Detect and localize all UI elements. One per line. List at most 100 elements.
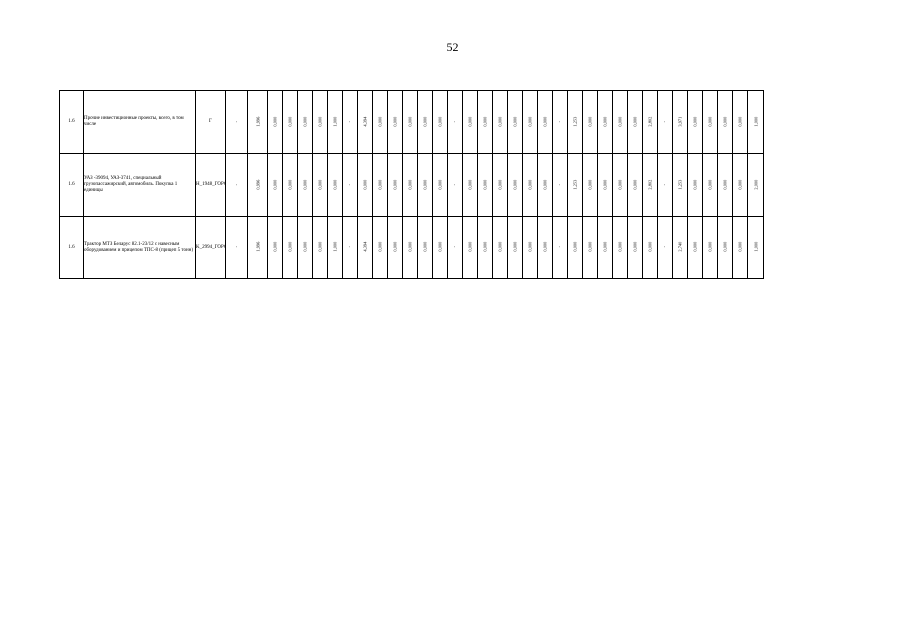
value-cell: 0,000: [612, 216, 628, 279]
value-text: -: [233, 245, 239, 248]
value-text: 0,000: [392, 241, 398, 252]
value-text: 0,000: [722, 116, 728, 127]
value-text: 1,253: [677, 179, 683, 190]
value-text: 0,000: [437, 116, 443, 127]
value-text: 0,000: [467, 241, 473, 252]
value-text: 0,000: [362, 179, 368, 190]
value-text: 0,000: [272, 179, 278, 190]
value-cell: 0,000: [372, 153, 388, 217]
value-cell: 0,000: [687, 90, 703, 154]
value-text: 0,000: [722, 179, 728, 190]
value-cell: 0,000: [492, 216, 508, 279]
value-text: 1,996: [254, 116, 260, 127]
value-text: 0,000: [692, 116, 698, 127]
row-name-cell: Трактор МТЗ Беларус 82.1-23/12 с навесны…: [83, 216, 196, 279]
value-text: 0,000: [467, 116, 473, 127]
value-cell: 0,000: [492, 90, 508, 154]
value-text: 0,000: [392, 116, 398, 127]
value-text: 2,802: [647, 116, 653, 127]
value-cell: -: [342, 90, 358, 154]
value-text: 0,000: [317, 179, 323, 190]
value-text: 4,394: [362, 241, 368, 252]
value-text: 0,000: [587, 179, 593, 190]
value-cell: 0,000: [462, 153, 478, 217]
value-text: -: [557, 245, 563, 248]
value-cell: -: [225, 216, 248, 279]
value-text: 0,000: [317, 116, 323, 127]
value-text: 0,000: [437, 241, 443, 252]
value-cell: 0,000: [717, 216, 733, 279]
value-text: 1,000: [332, 116, 338, 127]
value-cell: 0,000: [477, 153, 493, 217]
value-cell: -: [447, 216, 463, 279]
value-text: -: [557, 183, 563, 185]
value-cell: 0,000: [267, 153, 283, 217]
value-text: 0,000: [512, 179, 518, 190]
value-cell: 1,000: [747, 90, 764, 154]
value-text: 0,000: [527, 116, 533, 127]
value-cell: 0,000: [612, 90, 628, 154]
value-cell: 0,000: [567, 216, 583, 279]
value-text: -: [662, 183, 668, 185]
value-text: -: [662, 120, 668, 122]
value-text: 1,253: [572, 179, 578, 190]
value-text: -: [233, 120, 239, 122]
value-cell: 0,000: [297, 216, 313, 279]
value-text: 0,000: [482, 179, 488, 190]
value-text: 0,000: [467, 179, 473, 190]
value-text: 0,000: [527, 179, 533, 190]
value-text: 1,253: [572, 116, 578, 127]
value-cell: 0,000: [627, 153, 643, 217]
value-text: 0,000: [422, 179, 428, 190]
row-code-cell: K_2994_ГОРС_ЕЗБ: [195, 216, 226, 279]
value-text: 0,000: [692, 241, 698, 252]
value-cell: 0,000: [417, 153, 433, 217]
value-text: 0,000: [497, 116, 503, 127]
value-cell: 4,394: [357, 216, 373, 279]
value-text: 3,971: [677, 116, 683, 127]
value-text: 0,000: [497, 179, 503, 190]
value-text: -: [347, 245, 353, 248]
row-name-cell: УАЗ -39094, УАЗ-3741, специальный грузоп…: [83, 153, 196, 217]
value-cell: -: [225, 153, 248, 217]
value-text: 0,000: [422, 241, 428, 252]
value-cell: 0,000: [537, 153, 553, 217]
value-text: 0,000: [392, 179, 398, 190]
value-text: 0,000: [377, 179, 383, 190]
value-cell: 1,253: [567, 153, 583, 217]
value-cell: 0,000: [282, 90, 298, 154]
value-cell: 0,000: [417, 216, 433, 279]
value-text: 0,000: [707, 241, 713, 252]
value-text: 0,000: [632, 179, 638, 190]
value-cell: 0,000: [582, 153, 598, 217]
value-text: -: [557, 120, 563, 122]
value-text: 0,000: [302, 116, 308, 127]
value-text: -: [233, 183, 239, 185]
value-cell: 0,000: [537, 90, 553, 154]
page-number: 52: [446, 40, 459, 54]
value-text: 0,000: [302, 179, 308, 190]
value-cell: 0,000: [297, 153, 313, 217]
value-text: 1,000: [752, 116, 758, 127]
value-cell: 2,740: [672, 216, 688, 279]
value-text: 0,000: [272, 241, 278, 252]
value-text: -: [452, 245, 458, 248]
value-cell: -: [342, 153, 358, 217]
value-text: 0,000: [377, 241, 383, 252]
value-cell: 0,000: [582, 216, 598, 279]
value-text: 0,000: [632, 241, 638, 252]
value-cell: 0,000: [432, 153, 448, 217]
value-text: 0,000: [542, 116, 548, 127]
value-cell: -: [657, 153, 673, 217]
value-cell: 0,000: [597, 216, 613, 279]
value-text: 0,000: [707, 179, 713, 190]
value-text: 0,000: [287, 241, 293, 252]
row-number-cell: 1.6: [59, 153, 84, 217]
value-cell: -: [342, 216, 358, 279]
value-text: 0,000: [437, 179, 443, 190]
value-cell: -: [552, 216, 568, 279]
value-cell: 0,000: [282, 216, 298, 279]
